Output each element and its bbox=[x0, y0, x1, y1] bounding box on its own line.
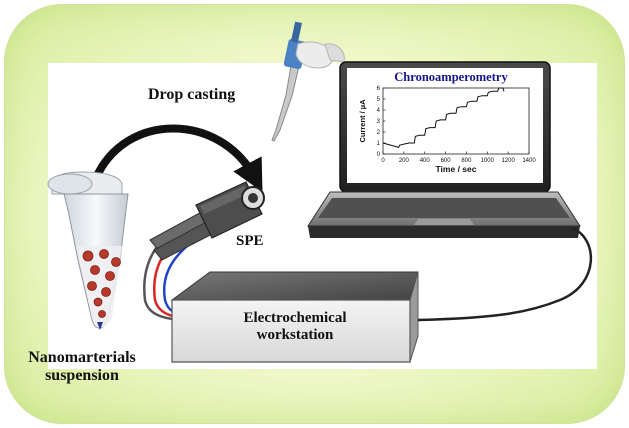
chart-title: Chronoamperometry bbox=[394, 70, 508, 84]
screen-printed-electrode-icon bbox=[149, 181, 265, 261]
y-axis-label: Current / µA bbox=[358, 99, 367, 143]
y-tick-label: 6 bbox=[377, 86, 381, 92]
y-tick-label: 0 bbox=[377, 152, 381, 158]
workstation-label: Electrochemical workstation bbox=[180, 310, 410, 345]
y-tick-label: 5 bbox=[377, 97, 381, 103]
x-tick-label: 200 bbox=[399, 158, 410, 164]
x-tick-label: 1000 bbox=[481, 158, 495, 164]
spe-label: SPE bbox=[236, 233, 264, 249]
usb-cable bbox=[417, 226, 593, 322]
x-axis-label: Time / sec bbox=[436, 164, 477, 174]
y-tick-label: 4 bbox=[377, 108, 381, 114]
current-series-line bbox=[382, 87, 505, 148]
suspension-label-line1: Nanomarterials bbox=[28, 349, 136, 366]
drop-casting-arrow bbox=[92, 124, 263, 193]
x-tick-label: 400 bbox=[420, 158, 431, 164]
x-tick-label: 1400 bbox=[522, 158, 536, 164]
pipette-icon bbox=[271, 21, 345, 142]
microcentrifuge-tube-icon bbox=[47, 171, 129, 330]
x-tick-label: 1200 bbox=[501, 158, 515, 164]
x-tick-label: 0 bbox=[381, 158, 385, 164]
drop-casting-label: Drop casting bbox=[148, 86, 236, 103]
chronoamperometry-chart: Chronoamperometry 0 200 400 600 800 1000 1200 1… bbox=[358, 70, 536, 174]
suspension-label-line2: suspension bbox=[45, 367, 119, 385]
y-tick-label: 1 bbox=[377, 141, 381, 147]
y-tick-label: 3 bbox=[377, 119, 381, 125]
suspension-label: Nanomarterials suspension bbox=[12, 349, 152, 386]
x-tick-label: 800 bbox=[461, 158, 472, 164]
x-tick-label: 600 bbox=[441, 158, 452, 164]
y-tick-label: 2 bbox=[377, 130, 381, 136]
workstation-label-text: Electrochemical workstation bbox=[243, 310, 347, 344]
potentiostat-icon bbox=[170, 271, 419, 363]
laptop-screen: Chronoamperometry 0 200 400 600 800 1000 1200 1… bbox=[347, 68, 543, 183]
